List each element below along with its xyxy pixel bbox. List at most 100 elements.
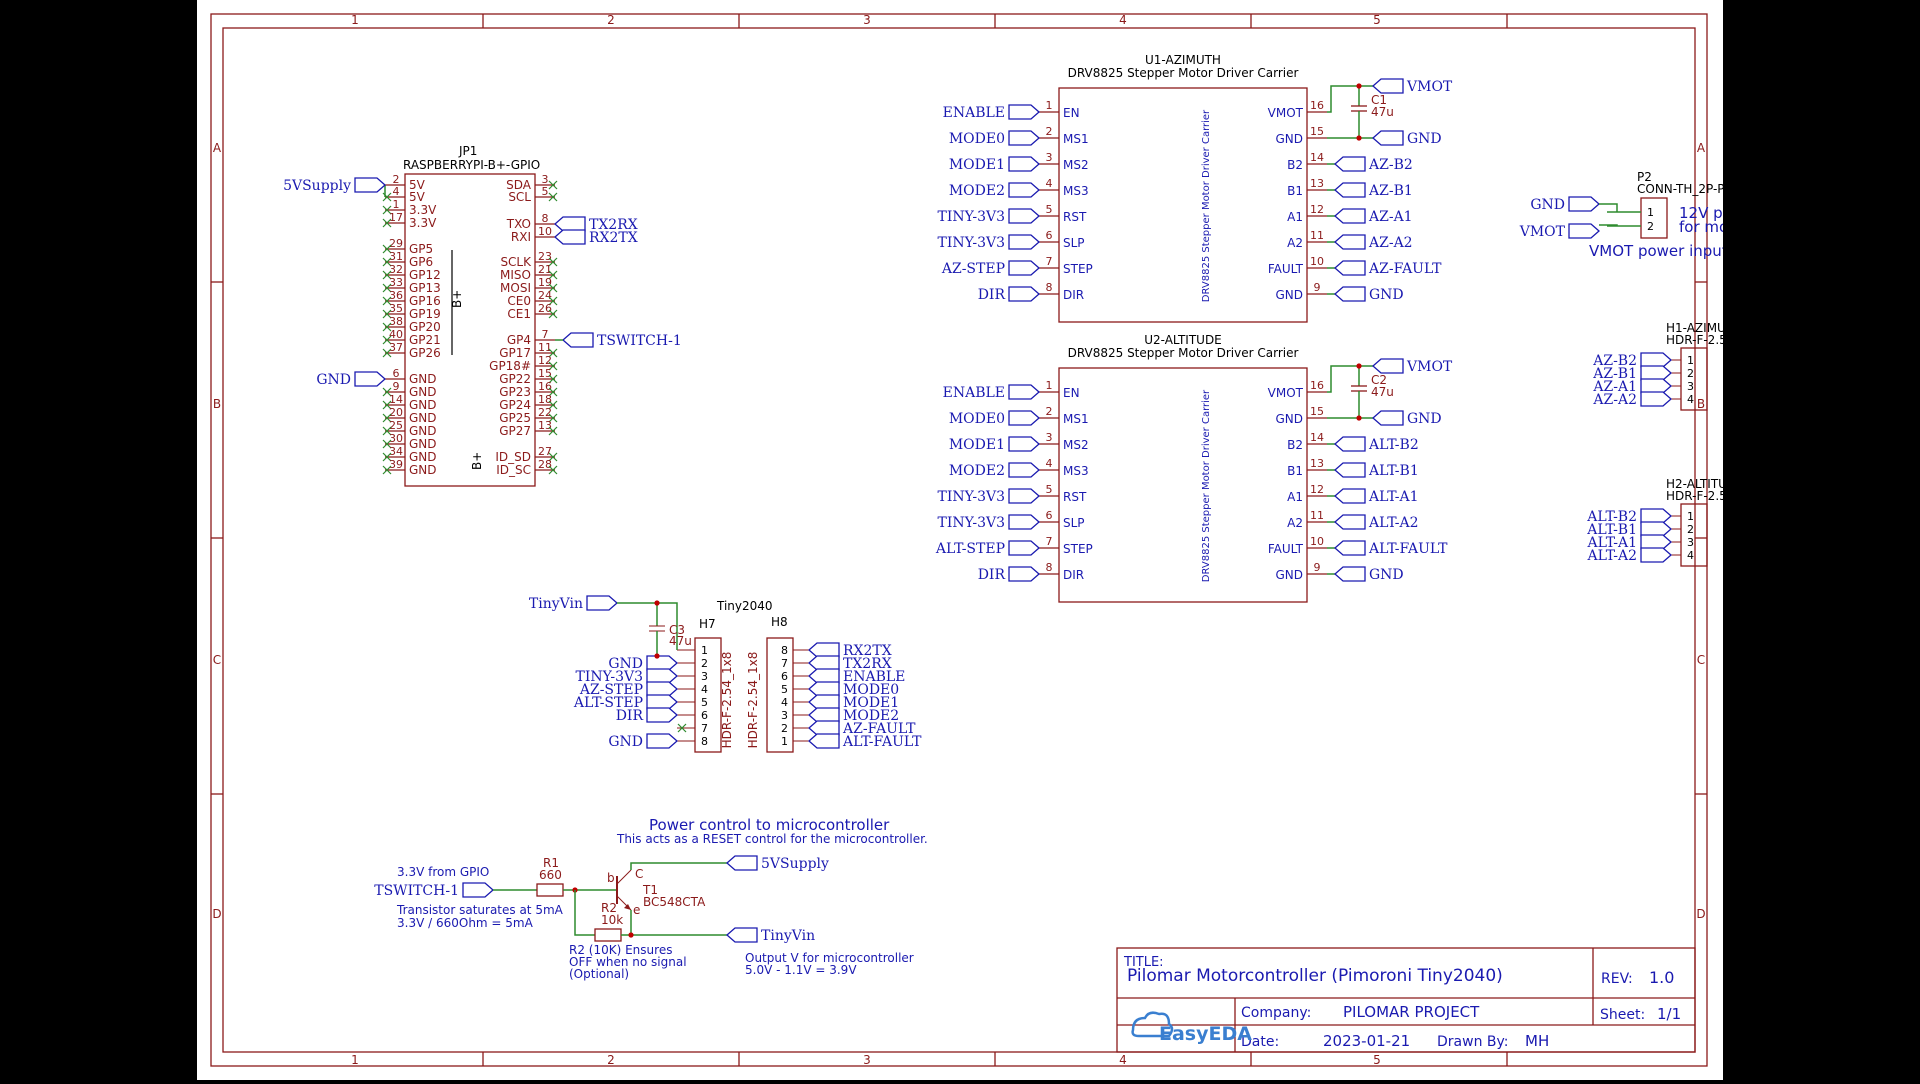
h2-net-port	[1640, 534, 1672, 550]
jp1-pin-number: 23	[538, 250, 552, 263]
power-subtitle: This acts as a RESET control for the mic…	[616, 832, 928, 846]
u2-net-label: ALT-A2	[1368, 515, 1419, 531]
h2-net-port	[1640, 508, 1672, 524]
u1-net-label: MODE0	[949, 131, 1005, 147]
u1-net-port	[1334, 260, 1366, 276]
u1-pin-name: DIR	[1063, 288, 1084, 302]
jp1-gnd-port	[354, 371, 386, 387]
u2-net-label: ALT-FAULT	[1368, 541, 1448, 557]
u1-net-port	[1334, 182, 1366, 198]
company-label: Company:	[1241, 1005, 1311, 1021]
u2-net-label: DIR	[978, 567, 1006, 583]
h8-net-label: MODE0	[843, 682, 899, 698]
u2-net-port	[1008, 410, 1040, 426]
col-label-top: 5	[1373, 13, 1381, 27]
u2-pin-name: FAULT	[1268, 542, 1304, 556]
jp1-pin-name: GND	[409, 424, 437, 438]
jp1-pin-name: GP20	[409, 320, 441, 334]
h7-net-port	[646, 733, 678, 749]
h2-pin: 2	[1687, 523, 1694, 536]
u1-net-label: AZ-A1	[1368, 209, 1413, 225]
u2-vmot-label: VMOT	[1406, 359, 1453, 375]
sheet-value: 1/1	[1657, 1005, 1681, 1023]
u2-pin-name: DIR	[1063, 568, 1084, 582]
jp1-pin-name: MISO	[500, 268, 531, 282]
jp1-pin-number: 32	[389, 263, 403, 276]
u2-part: DRV8825 Stepper Motor Driver Carrier	[1068, 346, 1299, 360]
jp1-pin-number: 37	[389, 341, 403, 354]
h2-net-label: ALT-B2	[1586, 509, 1637, 525]
h8-part: HDR-F-2.54_1x8	[746, 652, 760, 749]
jp1-pin-number: 28	[538, 458, 552, 471]
jp1-pin-name: 3.3V	[409, 203, 437, 217]
jp1-pin-number: 8	[542, 212, 549, 225]
u2-vertical-label: DRV8825 Stepper Motor Driver Carrier	[1201, 389, 1212, 582]
rev-label: REV:	[1601, 971, 1633, 987]
t1-part: BC548CTA	[643, 895, 706, 909]
u1-net-label: ENABLE	[943, 105, 1005, 121]
jp1-pin-name: GP6	[409, 255, 433, 269]
u2-net-label: GND	[1369, 567, 1404, 583]
p2-ref: P2	[1637, 170, 1652, 184]
u2-net-label: MODE0	[949, 411, 1005, 427]
h8-pin: 2	[781, 722, 788, 735]
h1-net-label: AZ-A2	[1592, 392, 1637, 408]
jp1-pin-name: GND	[409, 385, 437, 399]
h7-pin: 5	[701, 696, 708, 709]
h2-net-label: ALT-A2	[1586, 548, 1637, 564]
h8-pin: 7	[781, 657, 788, 670]
jp1-pin-name: GP19	[409, 307, 441, 321]
sheet-label: Sheet:	[1600, 1007, 1645, 1023]
h8-pin: 8	[781, 644, 788, 657]
u2-net-label: TINY-3V3	[938, 489, 1005, 505]
u1-pin-number: 4	[1046, 177, 1053, 190]
col-label-top: 3	[863, 13, 871, 27]
tiny-title: Tiny2040	[716, 599, 773, 613]
p2-net-port	[1568, 223, 1600, 239]
u1-pin-number: 2	[1046, 125, 1053, 138]
u2-net-port	[1008, 566, 1040, 582]
u2-net-label: ALT-B2	[1368, 437, 1419, 453]
jp1-pin-number: 18	[538, 393, 552, 406]
u1-net-port	[1008, 130, 1040, 146]
u1-net-label: MODE1	[949, 157, 1005, 173]
h8-net-port	[808, 642, 840, 658]
h8-pin: 1	[781, 735, 788, 748]
u1-pin-name: GND	[1275, 288, 1303, 302]
u2-net-port	[1334, 540, 1366, 556]
p2-net-label: VMOT	[1519, 224, 1566, 240]
company-value: PILOMAR PROJECT	[1343, 1003, 1480, 1021]
jp1-pin-number: 2	[393, 173, 400, 186]
r2-note-1: R2 (10K) Ensures	[569, 943, 672, 957]
jp1-vertical-label: B+	[450, 290, 464, 308]
jp1-pin-name: GND	[409, 372, 437, 386]
jp1-pin-name: SDA	[506, 178, 532, 192]
u2-cap-value: 47u	[1371, 385, 1394, 399]
jp1-pin-name: GP25	[499, 411, 531, 425]
h7-net-label: ALT-STEP	[573, 695, 643, 711]
r1-value: 660	[539, 868, 562, 882]
u2-net-port	[1334, 566, 1366, 582]
jp1-pin-number: 17	[389, 211, 403, 224]
jp1-pin-name: ID_SC	[496, 463, 531, 477]
u2-net-label: TINY-3V3	[938, 515, 1005, 531]
u1-net-port	[1008, 234, 1040, 250]
col-label-bottom: 5	[1373, 1053, 1381, 1067]
jp1-pin-number: 36	[389, 289, 403, 302]
jp1-pin-number: 7	[542, 328, 549, 341]
u2-pin-number: 16	[1310, 379, 1324, 392]
jp1-5vsupply-label: 5VSupply	[283, 178, 351, 194]
h7-pin: 2	[701, 657, 708, 670]
col-label-bottom: 3	[863, 1053, 871, 1067]
u2-net-label: MODE2	[949, 463, 1005, 479]
jp1-pin-name: 5V	[409, 178, 426, 192]
u2-net-label: ALT-STEP	[935, 541, 1005, 557]
jp1-pin-number: 1	[393, 198, 400, 211]
jp1-pin-number: 6	[393, 367, 400, 380]
u1-net-label: AZ-STEP	[941, 261, 1005, 277]
